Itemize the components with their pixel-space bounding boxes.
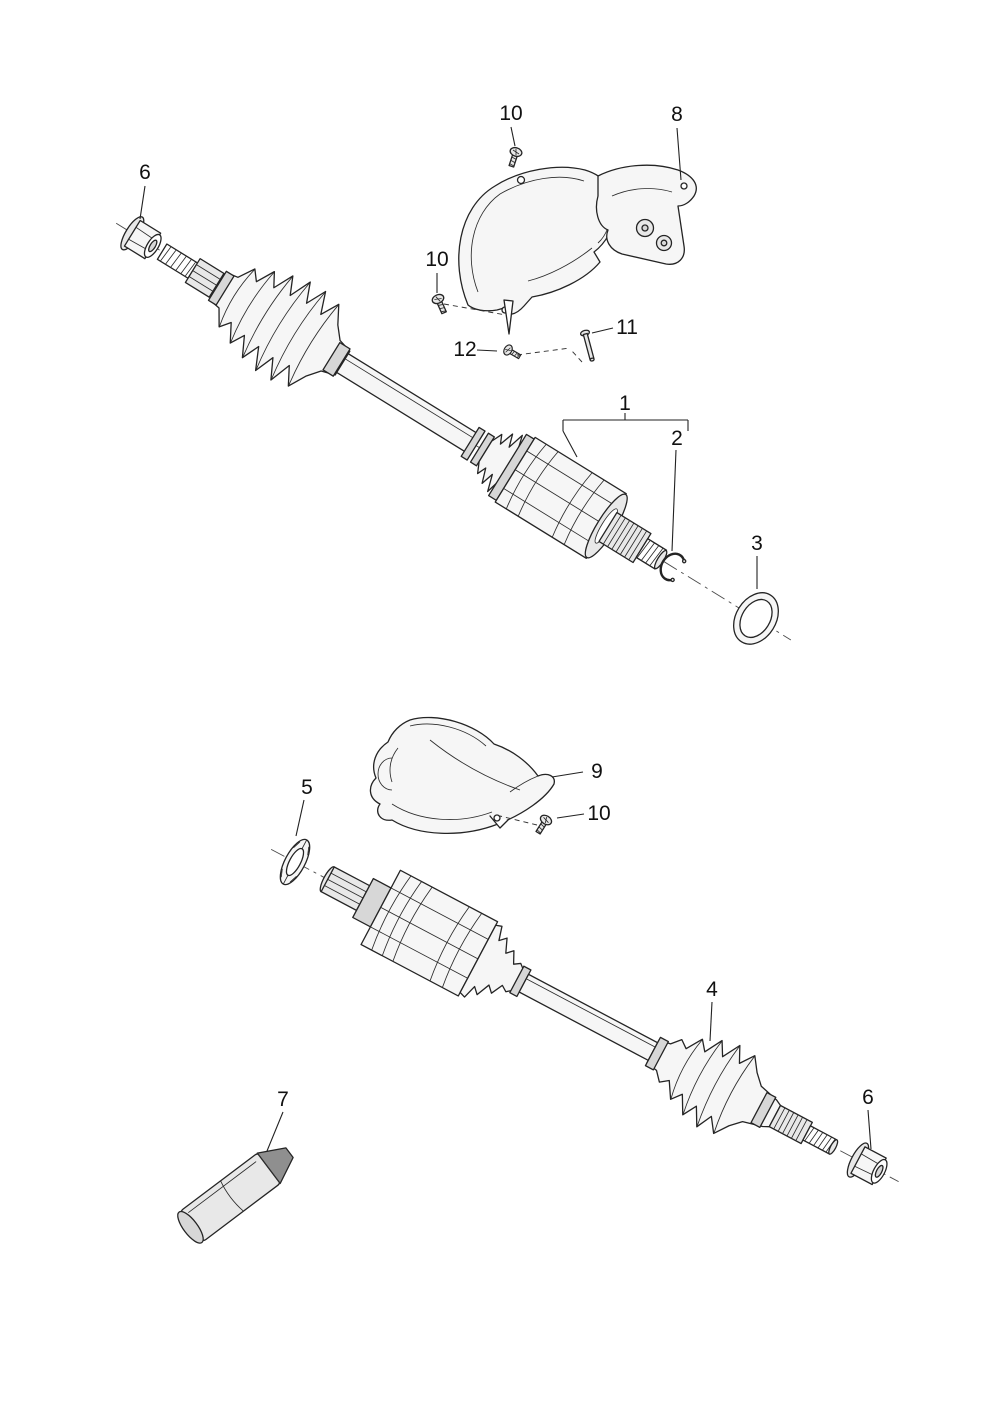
callout-label-6-upper: 6 [139,161,151,184]
callout-3: 3 [751,532,763,589]
collar-nut-lower [842,1139,894,1192]
circlip-part-2 [659,552,687,583]
callout-2: 2 [671,427,683,552]
screw-10-top [505,145,524,169]
grease-tube-part-7 [177,1147,294,1244]
callout-10-top: 10 [499,102,523,147]
callout-label-3: 3 [751,532,763,555]
callout-label-11: 11 [616,316,638,339]
rear-drive-axle-assembly [270,838,899,1192]
snap-ring-part-5 [279,838,311,886]
callout-label-7: 7 [277,1088,289,1111]
callout-11: 11 [591,316,638,339]
callout-label-10-mid: 10 [425,248,448,271]
output-spline-stub-upper [598,511,668,570]
heat-shield-bracket [595,164,697,265]
inner-joint-housing-upper [494,436,628,559]
assembly-dash-screw10-lower [499,815,538,826]
axle-shaft-upper [336,353,479,453]
assembly-dash-screw12-pin [516,347,571,356]
callout-label-1: 1 [619,392,631,415]
callout-1: 1 [562,392,689,458]
callout-5: 5 [295,776,313,837]
outer-cv-boot-upper [207,268,351,387]
callout-10-lower: 10 [556,802,611,825]
pin-11 [579,329,595,362]
outer-cv-boot-lower [644,1036,782,1135]
callout-8: 8 [671,103,683,181]
screw-10-mid [430,292,451,316]
inner-joint-boot-upper [476,433,535,502]
callout-6-lower: 6 [862,1086,874,1150]
spline-stub-lower [319,866,371,912]
callout-10-mid: 10 [425,248,449,293]
front-drive-axle-assembly [115,213,792,645]
assembly-dash-pin11 [571,350,583,363]
callout-4: 4 [706,978,718,1042]
seal-ring-part-3 [733,592,779,645]
callout-label-10-lower: 10 [587,802,610,825]
callout-label-8: 8 [671,103,683,126]
callout-6-upper: 6 [139,161,151,220]
callout-label-10-top: 10 [499,102,522,125]
callout-label-9: 9 [591,760,603,783]
callout-7: 7 [266,1088,289,1152]
callout-label-4: 4 [706,978,718,1001]
callout-12: 12 [453,338,498,361]
callout-label-2: 2 [671,427,683,450]
callout-label-12: 12 [453,338,476,361]
callout-label-5: 5 [301,776,313,799]
stub-axle-lower [768,1104,839,1155]
heat-shield-tab [503,299,514,335]
heat-shield-upper [458,164,697,335]
assembly-dash-screw10-shield [443,303,507,316]
inner-joint-boot-lower [459,924,532,998]
screw-12 [501,342,523,363]
callout-label-6-lower: 6 [862,1086,874,1109]
callout-9: 9 [551,760,603,783]
heat-shield-lower [369,716,555,835]
axle-shaft-lower [518,973,659,1061]
spline-section-upper [184,258,225,298]
